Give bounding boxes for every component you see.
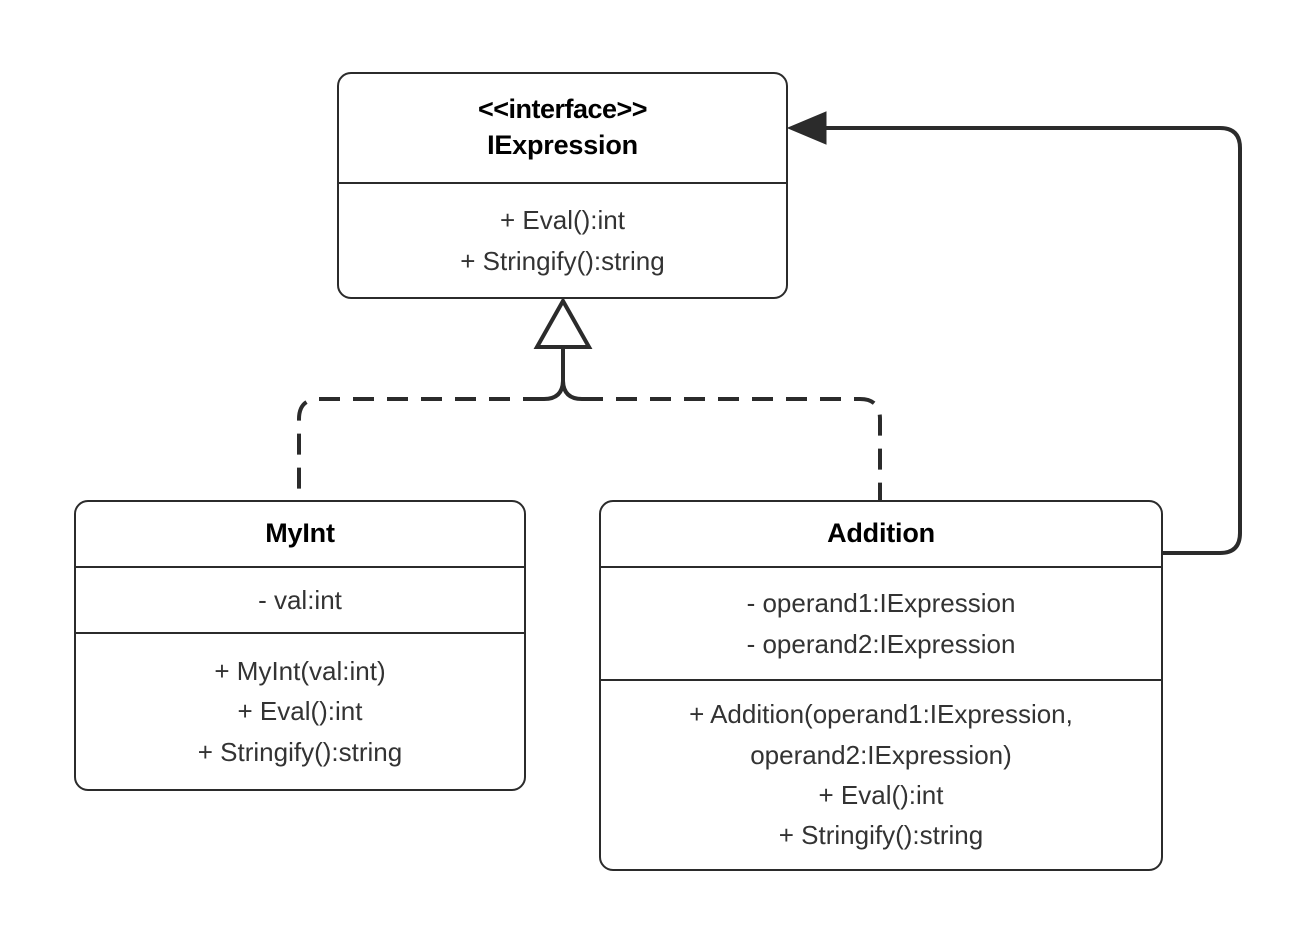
field-line: - val:int [258,584,342,615]
class-box-addition[interactable]: Addition - operand1:IExpression - operan… [599,500,1163,871]
realization-edge-group [297,296,882,500]
method-line: operand2:IExpression) [750,739,1012,770]
filled-arrowhead [786,111,827,145]
class-name-myint: MyInt [265,518,335,549]
hollow-triangle-arrowhead [533,296,593,349]
class-fields-myint: - val:int [76,566,524,632]
class-methods-myint: + MyInt(val:int) + Eval():int + Stringif… [76,632,524,789]
class-fields-addition: - operand1:IExpression - operand2:IExpre… [601,566,1161,679]
class-name-iexpression: IExpression [487,130,638,160]
class-box-myint[interactable]: MyInt - val:int + MyInt(val:int) + Eval(… [74,500,526,791]
method-line: + Addition(operand1:IExpression, [689,699,1073,730]
field-line: - operand1:IExpression [746,588,1016,619]
class-stereotype-iexpression: <<interface>> [477,94,648,125]
method-line: + Stringify():string [460,245,665,276]
method-line: + Eval():int [237,696,363,727]
realization-branch-myint [297,397,544,500]
class-title-addition: Addition [601,502,1161,566]
class-title-iexpression: <<interface>> IExpression [339,74,786,182]
association-line [812,126,1242,555]
method-line: + Eval():int [500,205,625,236]
association-edge-group [786,111,1242,555]
class-name-addition: Addition [827,518,935,549]
realization-stem [561,347,583,401]
realization-stem-left-curve [543,379,565,401]
method-line: + Eval():int [818,780,944,810]
class-methods-addition: + Addition(operand1:IExpression, operand… [601,679,1161,869]
method-line: + Stringify():string [778,820,984,851]
method-line: + MyInt(val:int) [214,656,386,687]
class-methods-iexpression: + Eval():int + Stringify():string [339,182,786,297]
field-line: - operand2:IExpression [746,628,1016,659]
class-title-myint: MyInt [76,502,524,566]
realization-branch-addition [582,397,882,500]
class-box-iexpression[interactable]: <<interface>> IExpression + Eval():int +… [337,72,788,299]
method-line: + Stringify():string [197,736,403,767]
